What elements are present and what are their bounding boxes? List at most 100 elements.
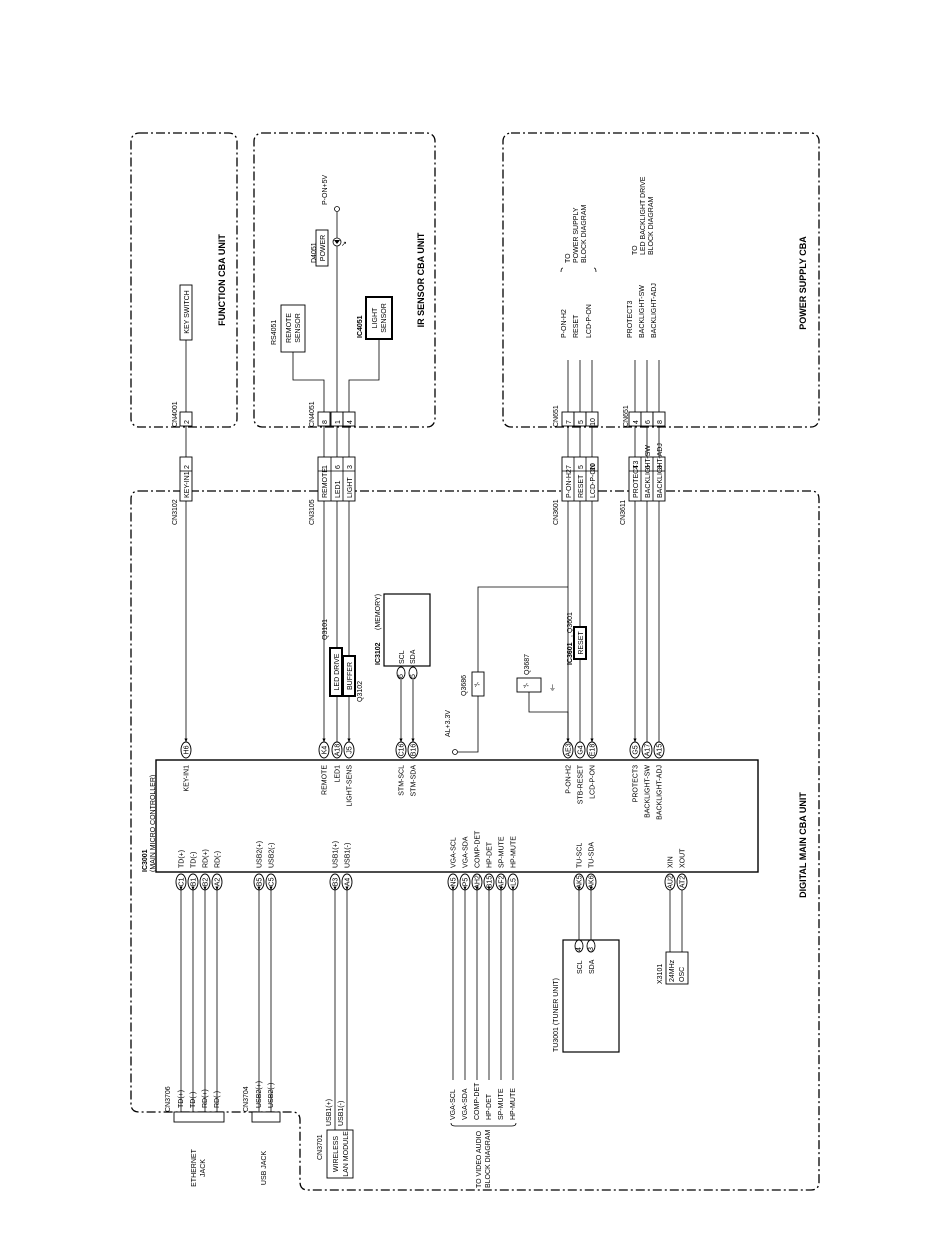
ic3001-pad-label-left-9: P5: [463, 878, 470, 887]
ic3001-signal-right-2: LED1: [335, 765, 342, 783]
svg-text:7: 7: [566, 420, 573, 424]
svg-text:TD(-): TD(-): [190, 1092, 197, 1108]
power-led-box: [315, 229, 329, 267]
buffer-label: BUFFER: [347, 662, 354, 690]
led-drive-label: LED DRIVE: [334, 653, 341, 690]
svg-text:CN3601: CN3601: [553, 499, 560, 525]
q3687-wire: [528, 692, 569, 742]
ic3001-signal-right-0: KEY-IN1: [184, 765, 191, 792]
power-led-label: POWER: [320, 235, 327, 261]
ic3001-box: [155, 759, 759, 873]
tuner-pin4: [574, 939, 584, 953]
backlight-group: TO LED BACKLIGHT DRIVE BLOCK DIAGRAM PRO…: [627, 176, 658, 338]
svg-text:7: 7: [566, 465, 573, 469]
ground-icon: ⏚: [549, 684, 556, 692]
cn651-pins-1: 7 5 10: [561, 411, 599, 427]
ic3001-signal-left-16: XIN: [668, 856, 675, 868]
ic3001-signal-right-7: STB-RESET: [578, 764, 585, 804]
ic3001-signal-right-5: STM-SDA: [411, 765, 418, 797]
ic3001-signal-left-8: VGA-SCL: [451, 837, 458, 868]
svg-text:8: 8: [657, 420, 664, 424]
ic3102-name: IC3102: [375, 642, 382, 665]
cn3102: CN3102 2 KEY-IN1: [172, 456, 193, 525]
ic3001-pad-label-right-11: A15: [657, 744, 664, 757]
bl-to: TO: [632, 245, 639, 255]
svg-text:USB1(-): USB1(-): [338, 1101, 345, 1126]
tuner-pin3: [586, 939, 596, 953]
svg-text:BACKLIGHT-ADJ: BACKLIGHT-ADJ: [657, 443, 664, 498]
ic3001-signal-left-2: RD(+): [203, 849, 210, 868]
svg-text:CN3611: CN3611: [620, 500, 627, 525]
ic3001-pad-label-right-5: B16: [411, 744, 418, 757]
ic3001-signal-left-4: USB2(+): [257, 841, 264, 868]
wireless-lan-module: CN3701 USB1(+) USB1(-) WIRELESS LAN MODU…: [317, 1099, 354, 1179]
svg-text:CN3102: CN3102: [172, 499, 179, 525]
ic3001-signal-left-15: TU-SDA: [589, 842, 596, 868]
osc-box: [665, 951, 689, 985]
q3102-label: Q3102: [357, 681, 364, 702]
d4051-label: D4051: [311, 242, 318, 263]
ic4051-label: IC4051: [357, 315, 364, 338]
reset-label: RESET: [578, 631, 585, 655]
svg-text:KEY-IN1: KEY-IN1: [184, 471, 191, 498]
ic3001-pad-label-left-12: AF2: [499, 875, 506, 888]
q3686-switch-icon: -⁄-: [474, 682, 481, 689]
ic3001-signal-left-14: TU-SCL: [577, 843, 584, 868]
ps-sig-2: RESET: [573, 314, 580, 338]
svg-text:1: 1: [322, 465, 329, 469]
osc-name: X3101: [657, 964, 664, 984]
ic3001-pad-label-right-10: A17: [645, 744, 652, 757]
p-on-5v-terminal: [334, 206, 340, 212]
cn651-pins-2: 4 6 8: [628, 411, 666, 427]
remote-sensor-label-2: SENSOR: [295, 313, 302, 343]
svg-text:6: 6: [645, 465, 652, 469]
cn651-label-1: CN651: [553, 405, 560, 427]
svg-text:6: 6: [335, 465, 342, 469]
cn4001-label: CN4001: [172, 401, 179, 427]
reset-box: [573, 626, 587, 660]
ic3102-pin5: [408, 666, 418, 680]
ic3001-right-pins: H6KEY-IN1K4REMOTEA18LED1J5LIGHT-SENSC16S…: [180, 741, 665, 820]
svg-text:3: 3: [347, 465, 354, 469]
svg-text:CN3704: CN3704: [243, 1086, 250, 1112]
svg-text:6: 6: [645, 420, 652, 424]
svg-text:CN3105: CN3105: [309, 499, 316, 525]
svg-text:BLOCK DIAGRAM: BLOCK DIAGRAM: [485, 1129, 492, 1188]
ic3001-signal-right-11: BACKLIGHT-ADJ: [657, 765, 664, 820]
remote-wire: [292, 352, 325, 412]
ic3001-signal-right-10: BACKLIGHT-SW: [645, 765, 652, 818]
cn3611: CN3611 4 6 8 PROTECT3 BACKLIGHT-SW BACKL…: [620, 443, 666, 525]
ic3601-label: IC3601: [567, 642, 574, 665]
ic3001-signal-left-9: VGA-SDA: [463, 836, 470, 868]
osc-label: OSC: [679, 967, 686, 982]
cn4051-pin-3: 4: [347, 420, 354, 424]
svg-text:BACKLIGHT-SW: BACKLIGHT-SW: [645, 445, 652, 498]
svg-text:CN3706: CN3706: [165, 1086, 172, 1112]
ic3001-pad-label-right-4: C16: [399, 743, 406, 756]
al33-terminal: [452, 749, 458, 755]
ic3001-pad-label-left-13: L5: [511, 878, 518, 886]
ic3001-left-pins: C1TD(+)B1TD(-)B2RD(+)A2RD(-)B5USB2(+)C5U…: [175, 830, 688, 891]
svg-text:JACK: JACK: [200, 1159, 207, 1177]
ic3001-signal-right-9: PROTECT3: [633, 765, 640, 802]
ic3001-pad-label-left-16: AU2: [668, 875, 675, 889]
video-audio-block: VGA-SCL VGA-SDA COMP-DET HP-DET SP-MUTE …: [450, 1082, 517, 1188]
controller-wires: [184, 501, 660, 743]
svg-text:LIGHT: LIGHT: [347, 477, 354, 498]
svg-text:LAN MODULE: LAN MODULE: [343, 1131, 350, 1177]
buffer-box: [342, 655, 356, 697]
svg-text:4: 4: [576, 947, 583, 951]
ic3001-signal-left-3: RD(-): [215, 851, 222, 868]
ir-sensor-unit-border: [253, 132, 436, 428]
ic3001-signal-left-5: USB2(-): [269, 843, 276, 868]
svg-text:10: 10: [590, 463, 597, 471]
svg-text:CN3701: CN3701: [317, 1134, 324, 1160]
rs4051-label: RS4051: [271, 320, 278, 345]
ic3102-scl: SCL: [399, 650, 406, 664]
digital-main-unit-title: DIGITAL MAIN CBA UNIT: [798, 792, 808, 898]
svg-text:WIRELESS: WIRELESS: [333, 1136, 340, 1173]
ps-sig-3: LCD-P-ON: [586, 304, 593, 338]
ic3001-signal-left-1: TD(-): [191, 852, 198, 868]
